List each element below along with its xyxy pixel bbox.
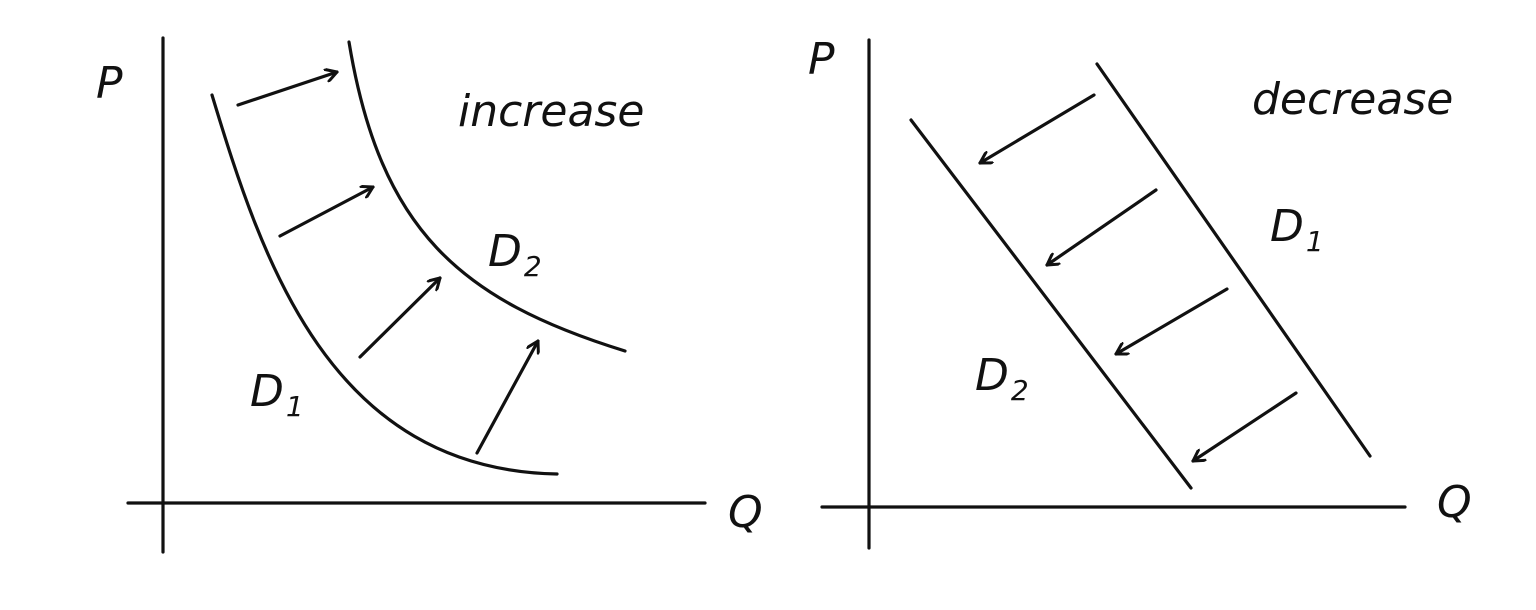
panel-title: increase	[458, 86, 644, 137]
panel-title: decrease	[1252, 74, 1453, 125]
demand-curve-d2	[347, 40, 627, 353]
shift-arrow	[978, 93, 1096, 165]
y-axis-label: P	[96, 58, 123, 109]
demand-curve-d1	[210, 93, 559, 476]
curve-label-d1: D1	[250, 366, 304, 423]
shift-arrow	[358, 276, 442, 359]
curve-label-d2: D2	[975, 350, 1029, 407]
x-axis-label: Q	[1437, 477, 1472, 528]
x-axis-label: Q	[728, 487, 763, 538]
shift-arrow	[278, 187, 375, 238]
demand-curve-d1	[1095, 62, 1372, 458]
shift-arrow	[1191, 391, 1298, 463]
increase-panel: P Q increase D1 D2	[96, 36, 763, 554]
shift-arrow	[475, 339, 538, 455]
curve-label-d1: D1	[1270, 201, 1324, 258]
y-axis-label: P	[808, 34, 835, 85]
demand-curve-d2	[909, 118, 1193, 490]
shift-arrow	[1045, 188, 1158, 267]
shift-arrow	[236, 72, 339, 107]
decrease-panel: P Q decrease D1 D2	[808, 34, 1472, 550]
shift-arrow	[1114, 287, 1229, 356]
curve-label-d2: D2	[488, 226, 542, 283]
